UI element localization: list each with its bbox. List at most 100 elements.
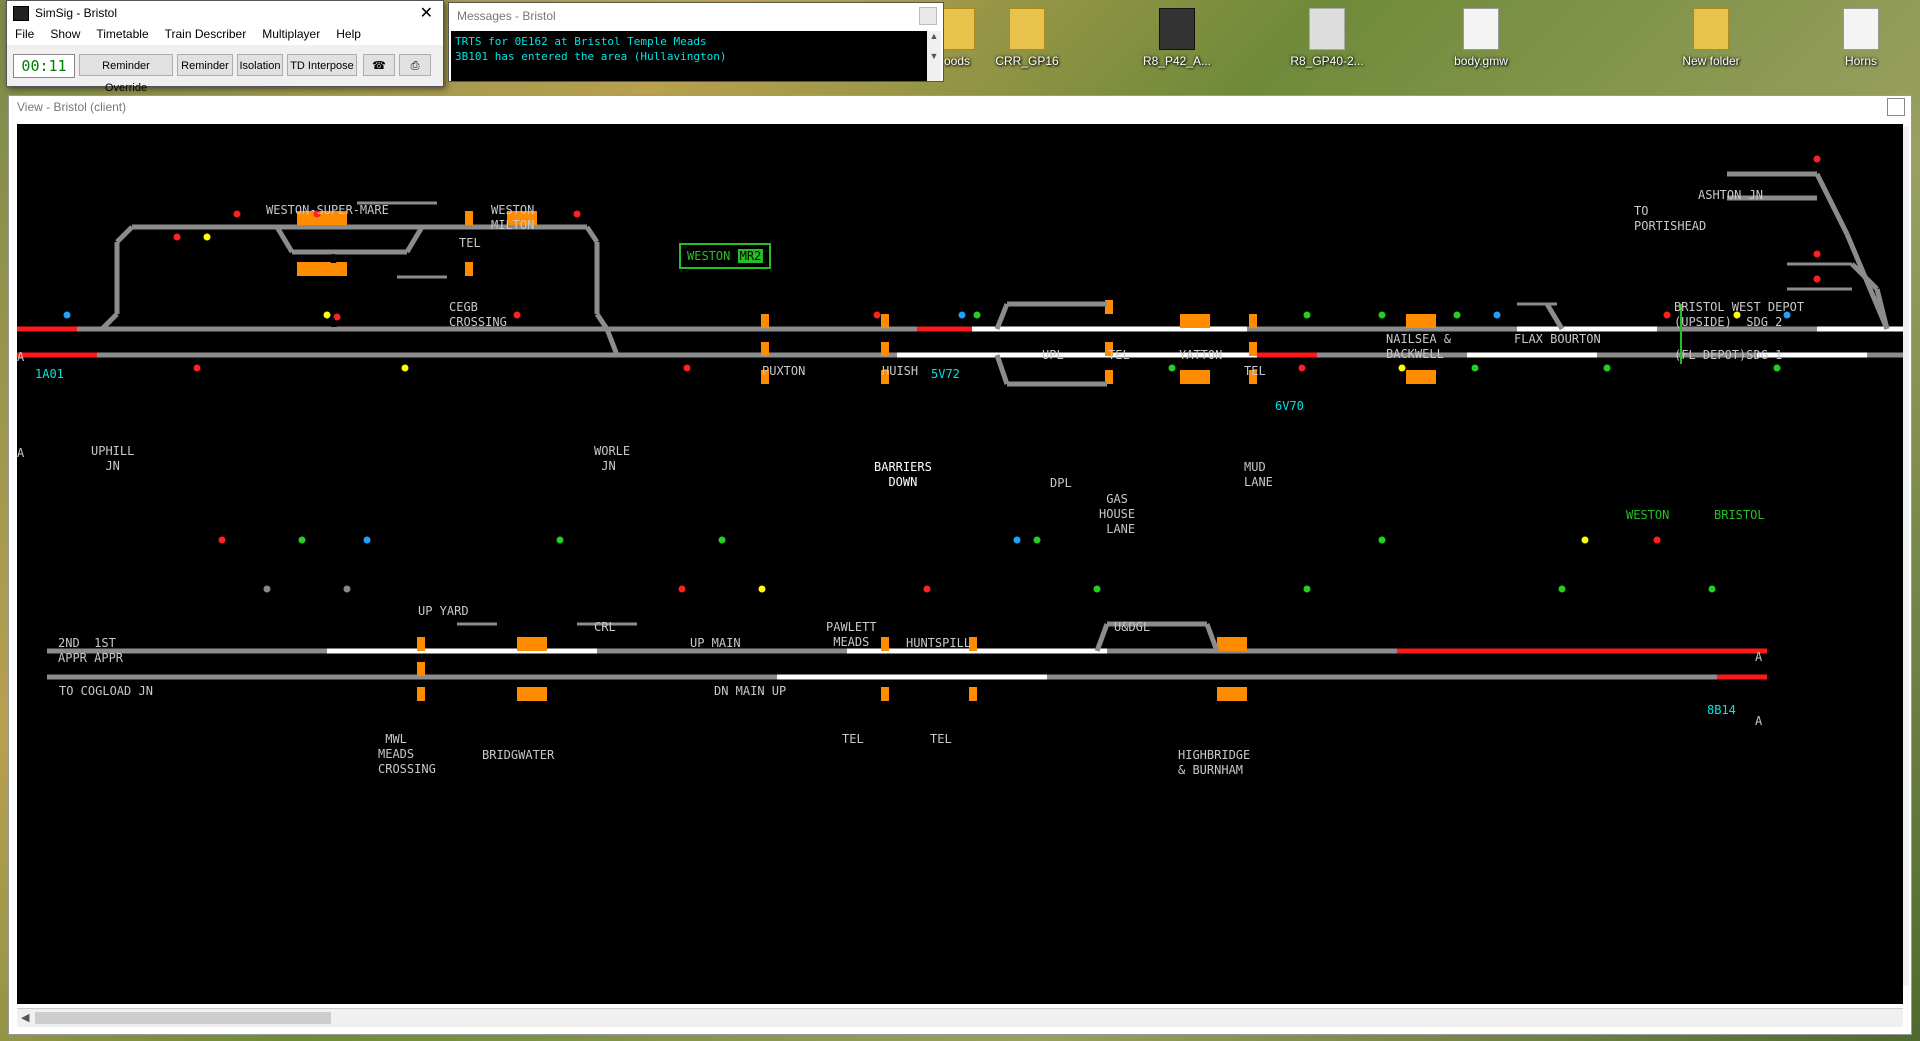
scroll-left-icon[interactable]: ◀ <box>21 1012 30 1024</box>
signalling-diagram[interactable]: WESTON-SUPER-MARE WESTON MILTON TEL CEGB… <box>17 124 1903 1004</box>
track-section[interactable] <box>1814 172 1850 236</box>
desktop-icon-r8p42[interactable]: R8_P42_A... <box>1132 8 1222 68</box>
signal[interactable] <box>1581 536 1589 544</box>
close-icon[interactable]: ✕ <box>419 5 433 22</box>
telephone-button[interactable]: ☎ <box>363 54 395 76</box>
desktop-icon-body[interactable]: body.gmw <box>1436 8 1526 68</box>
signal[interactable] <box>758 585 766 593</box>
signal[interactable] <box>193 364 201 372</box>
signal[interactable] <box>1378 311 1386 319</box>
signal[interactable] <box>1708 585 1716 593</box>
horizontal-scrollbar[interactable]: ◀ <box>17 1008 1903 1027</box>
menu-file[interactable]: File <box>15 27 35 41</box>
signal[interactable] <box>683 364 691 372</box>
signal[interactable] <box>873 311 881 319</box>
signal[interactable] <box>1653 536 1661 544</box>
reminder-override-button[interactable]: Reminder Override <box>79 54 173 94</box>
desktop-icon-horns[interactable]: Horns <box>1816 8 1906 68</box>
signal[interactable] <box>323 311 331 319</box>
train-berth[interactable]: 1A01 <box>35 367 64 381</box>
train-berth[interactable]: 5V72 <box>931 367 960 381</box>
signal[interactable] <box>1493 311 1501 319</box>
signal[interactable] <box>1453 311 1461 319</box>
signal[interactable] <box>1813 275 1821 283</box>
desktop-icon-crr[interactable]: CRR_GP16 <box>982 8 1072 68</box>
signal[interactable] <box>1783 311 1791 319</box>
signal[interactable] <box>1813 155 1821 163</box>
signal[interactable] <box>173 233 181 241</box>
signal[interactable] <box>1558 585 1566 593</box>
weston-panel-button[interactable]: WESTON MR2 <box>679 243 772 269</box>
track-section[interactable] <box>604 328 620 356</box>
signal[interactable] <box>1663 311 1671 319</box>
messages-scrollbar[interactable]: ▲▼ <box>927 31 941 81</box>
menu-timetable[interactable]: Timetable <box>96 27 149 41</box>
signal[interactable] <box>513 311 521 319</box>
signal[interactable] <box>401 364 409 372</box>
signal[interactable] <box>1168 364 1176 372</box>
train-berth[interactable]: 6V70 <box>1275 399 1304 413</box>
reminder-button[interactable]: Reminder <box>177 54 233 76</box>
scrollbar-thumb[interactable] <box>35 1012 331 1024</box>
track-section[interactable] <box>1544 302 1565 331</box>
signal[interactable] <box>63 311 71 319</box>
messages-list[interactable]: TRTS for 0E162 at Bristol Temple Meads 3… <box>451 31 927 81</box>
signal[interactable] <box>1303 311 1311 319</box>
menu-show[interactable]: Show <box>50 27 81 41</box>
signal[interactable] <box>1033 536 1041 544</box>
signal[interactable] <box>313 210 321 218</box>
signal[interactable] <box>233 210 241 218</box>
signal[interactable] <box>333 313 341 321</box>
signal[interactable] <box>1398 364 1406 372</box>
signal[interactable] <box>263 585 271 593</box>
signal[interactable] <box>1603 364 1611 372</box>
signal[interactable] <box>1093 585 1101 593</box>
view-window: View - Bristol (client) WESTON-SUPER-MAR… <box>8 95 1912 1035</box>
signal[interactable] <box>343 585 351 593</box>
track-section[interactable] <box>1094 623 1110 652</box>
signal[interactable] <box>923 585 931 593</box>
print-button[interactable]: ⎙ <box>399 54 431 76</box>
desktop-icon-oods[interactable]: oods <box>912 8 1002 68</box>
menu-multiplayer[interactable]: Multiplayer <box>262 27 321 41</box>
signal[interactable] <box>556 536 564 544</box>
desktop-icon-r8gp40[interactable]: R8_GP40-2... <box>1282 8 1372 68</box>
signal[interactable] <box>973 311 981 319</box>
app-icon <box>13 6 29 21</box>
signal[interactable] <box>718 536 726 544</box>
signal[interactable] <box>363 536 371 544</box>
signal[interactable] <box>958 311 966 319</box>
signal[interactable] <box>1013 536 1021 544</box>
signal[interactable] <box>1773 364 1781 372</box>
track-section[interactable] <box>994 354 1010 385</box>
signal[interactable] <box>1303 585 1311 593</box>
td-interpose-button[interactable]: TD Interpose <box>287 54 357 76</box>
minimize-button[interactable] <box>1887 98 1905 116</box>
signal[interactable] <box>1378 536 1386 544</box>
minimize-button[interactable] <box>919 7 937 25</box>
track-section[interactable] <box>274 225 295 254</box>
train-berth[interactable]: 8B14 <box>1707 703 1736 717</box>
signal[interactable] <box>1298 364 1306 372</box>
signal[interactable] <box>203 233 211 241</box>
track-section[interactable] <box>584 225 600 244</box>
track-section[interactable] <box>994 303 1010 330</box>
menu-train-describer[interactable]: Train Describer <box>164 27 247 41</box>
signal[interactable] <box>218 536 226 544</box>
signal[interactable] <box>573 210 581 218</box>
track-section[interactable] <box>594 312 610 331</box>
signal[interactable] <box>1733 311 1741 319</box>
signal[interactable] <box>1471 364 1479 372</box>
isolation-button[interactable]: Isolation <box>237 54 283 76</box>
menu-help[interactable]: Help <box>336 27 361 41</box>
signal[interactable] <box>1813 250 1821 258</box>
track-section[interactable] <box>100 312 119 331</box>
track-section[interactable] <box>404 225 425 254</box>
track-section[interactable] <box>115 225 134 244</box>
signal[interactable] <box>678 585 686 593</box>
track-section[interactable] <box>1874 288 1890 330</box>
signal[interactable] <box>298 536 306 544</box>
track-section[interactable] <box>1850 262 1879 291</box>
desktop-icon-new-folder[interactable]: New folder <box>1666 8 1756 68</box>
track-section[interactable] <box>1204 623 1220 652</box>
